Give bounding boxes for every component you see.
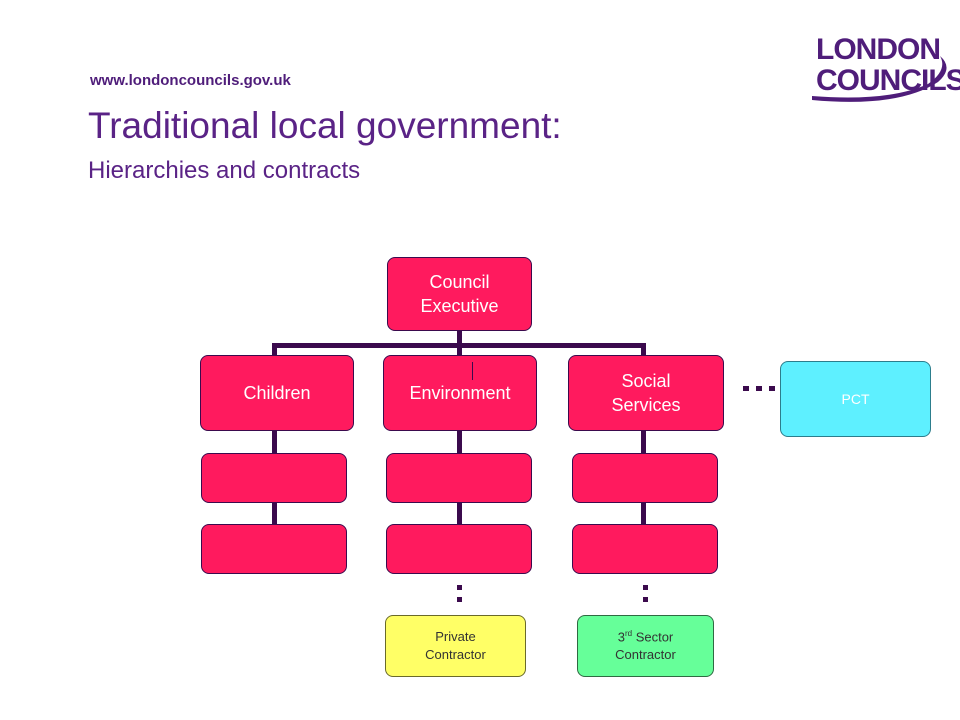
sub-unit-box-children-1 (201, 453, 347, 503)
department-label-environment: Environment (409, 382, 511, 403)
pct-label: PCT (841, 390, 870, 407)
website-url[interactable]: www.londoncouncils.gov.uk (90, 72, 291, 89)
connector-executive-down (457, 331, 462, 348)
council-executive-box: Council Executive (387, 257, 532, 331)
third-sector-contractor-box: 3rd Sector Contractor (577, 615, 714, 677)
private-contractor-box: Private Contractor (385, 615, 526, 677)
dotted-connector-private-2 (457, 597, 462, 602)
page-title: Traditional local government: (88, 105, 562, 146)
sub-unit-box-environment-2 (386, 524, 532, 574)
dotted-connector-pct-2 (756, 386, 762, 391)
environment-text-mark (472, 362, 473, 380)
third-sector-contractor-label: 3rd Sector Contractor (601, 628, 691, 665)
sub-unit-box-social-1 (572, 453, 718, 503)
private-contractor-label: Private Contractor (425, 628, 486, 662)
dotted-connector-third-1 (643, 585, 648, 590)
department-box-children: Children (200, 355, 354, 431)
sub-unit-box-social-2 (572, 524, 718, 574)
logo-line-2: COUNCILS (816, 64, 960, 97)
dotted-connector-private-1 (457, 585, 462, 590)
third-sector-superscript: rd (624, 628, 633, 638)
department-label-social-services: Social Services (611, 370, 681, 415)
dotted-connector-third-2 (643, 597, 648, 602)
department-box-environment: Environment (383, 355, 537, 431)
dotted-connector-pct-1 (743, 386, 749, 391)
logo-line-1: LONDON (816, 33, 941, 66)
sub-unit-box-children-2 (201, 524, 347, 574)
pct-box: PCT (780, 361, 931, 437)
connector-to-environment (457, 343, 462, 356)
council-executive-label: Council Executive (420, 271, 499, 316)
dotted-connector-pct-3 (769, 386, 775, 391)
department-label-children: Children (243, 382, 311, 403)
connector-to-children (272, 343, 277, 356)
connector-to-social (641, 343, 646, 356)
london-councils-logo: LONDON COUNCILS (808, 30, 960, 105)
page-subtitle: Hierarchies and contracts (88, 157, 361, 184)
third-sector-rest: Sector Contractor (615, 628, 676, 663)
third-sector-prefix: 3 (617, 628, 625, 644)
department-box-social-services: Social Services (568, 355, 724, 431)
logo-swoosh-icon (812, 56, 947, 102)
sub-unit-box-environment-1 (386, 453, 532, 503)
